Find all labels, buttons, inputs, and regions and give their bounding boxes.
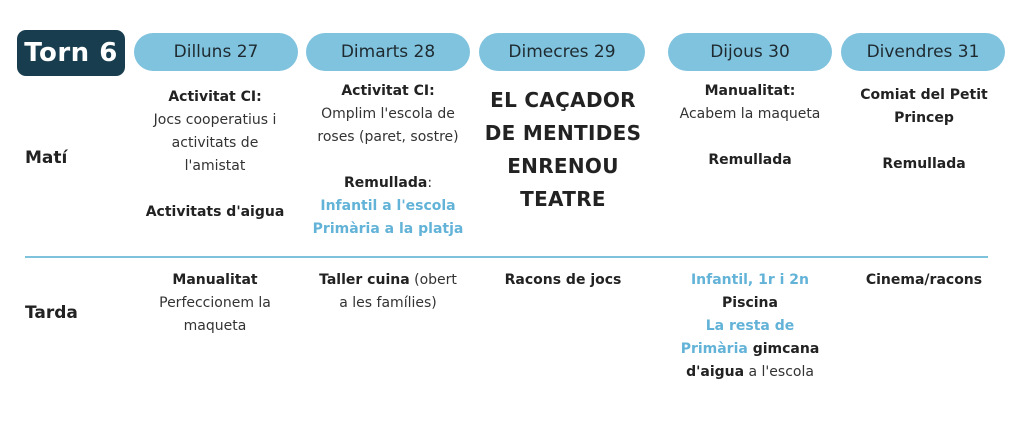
- activity-title: Activitat CI:: [341, 83, 435, 99]
- tarda-divendres-cell: Cinema/racons: [842, 269, 1006, 292]
- mati-dilluns-cell: Activitat CI: Jocs cooperatius i activit…: [135, 86, 295, 224]
- activity-title: Activitat CI:: [168, 89, 262, 105]
- activity-extra: Remullada: [708, 152, 792, 168]
- activity-line: l'amistat: [184, 158, 246, 174]
- day-header-dijous: Dijous 30: [668, 33, 832, 71]
- big-title-line: TEATRE: [520, 187, 606, 211]
- infantil-note: Infantil a l'escola: [320, 198, 456, 214]
- day-header-divendres: Divendres 31: [841, 33, 1005, 71]
- activity-line: Acabem la maqueta: [679, 106, 821, 122]
- escola-label: a l'escola: [744, 364, 814, 380]
- row-label-mati: Matí: [25, 148, 68, 168]
- activity-title: Taller cuina: [319, 272, 410, 288]
- row-label-tarda: Tarda: [25, 303, 78, 323]
- aigua-label: d'aigua: [686, 364, 745, 380]
- activity-title: Manualitat: [172, 272, 258, 288]
- day-header-dimarts: Dimarts 28: [306, 33, 470, 71]
- mati-dijous-cell: Manualitat: Acabem la maqueta Remullada: [665, 80, 835, 172]
- activity-line: Omplim l'escola de: [321, 106, 455, 122]
- remullada-colon: :: [427, 175, 433, 191]
- activity-line: Perfeccionem la: [159, 295, 271, 311]
- activity-line: Jocs cooperatius i: [153, 112, 277, 128]
- activity-line: maqueta: [183, 318, 247, 334]
- day-header-dilluns: Dilluns 27: [134, 33, 298, 71]
- activity-line: roses (paret, sostre): [317, 129, 459, 145]
- activity-extra: Remullada: [882, 156, 966, 172]
- activity-title: Princep: [894, 110, 954, 126]
- resta-note: La resta de: [705, 318, 795, 334]
- primaria-note: Primària: [680, 341, 748, 357]
- mati-dimarts-cell: Activitat CI: Omplim l'escola de roses (…: [303, 80, 473, 241]
- activity-line: a les famílies): [339, 295, 437, 311]
- big-title-line: ENRENOU: [507, 154, 619, 178]
- primaria-note: Primària a la platja: [312, 221, 464, 237]
- big-title-line: EL CAÇADOR: [490, 88, 636, 112]
- mati-dimecres-cell: EL CAÇADOR DE MENTIDES ENRENOU TEATRE: [472, 84, 654, 216]
- infantil-note: Infantil, 1r i 2n: [690, 272, 810, 288]
- big-title-line: DE MENTIDES: [484, 121, 642, 145]
- activity-line: (obert: [409, 272, 457, 288]
- torn-badge: Torn 6: [17, 30, 125, 76]
- remullada-label: Remullada: [343, 175, 428, 191]
- activity-extra: Activitats d'aigua: [145, 204, 285, 220]
- row-divider: [25, 256, 988, 258]
- mati-divendres-cell: Comiat del Petit Princep Remullada: [842, 84, 1006, 176]
- tarda-dimarts-cell: Taller cuina (obert a les famílies): [303, 269, 473, 315]
- tarda-dilluns-cell: Manualitat Perfeccionem la maqueta: [135, 269, 295, 338]
- activity-line: activitats de: [171, 135, 259, 151]
- tarda-dijous-cell: Infantil, 1r i 2n Piscina La resta de Pr…: [660, 269, 840, 384]
- gimcana-label: gimcana: [747, 341, 820, 357]
- day-header-dimecres: Dimecres 29: [479, 33, 645, 71]
- activity-title: Racons de jocs: [504, 272, 622, 288]
- activity-title: Cinema/racons: [865, 272, 983, 288]
- activity-title: Comiat del Petit: [860, 87, 988, 103]
- piscina-label: Piscina: [722, 295, 778, 311]
- activity-title: Manualitat:: [704, 83, 796, 99]
- tarda-dimecres-cell: Racons de jocs: [472, 269, 654, 292]
